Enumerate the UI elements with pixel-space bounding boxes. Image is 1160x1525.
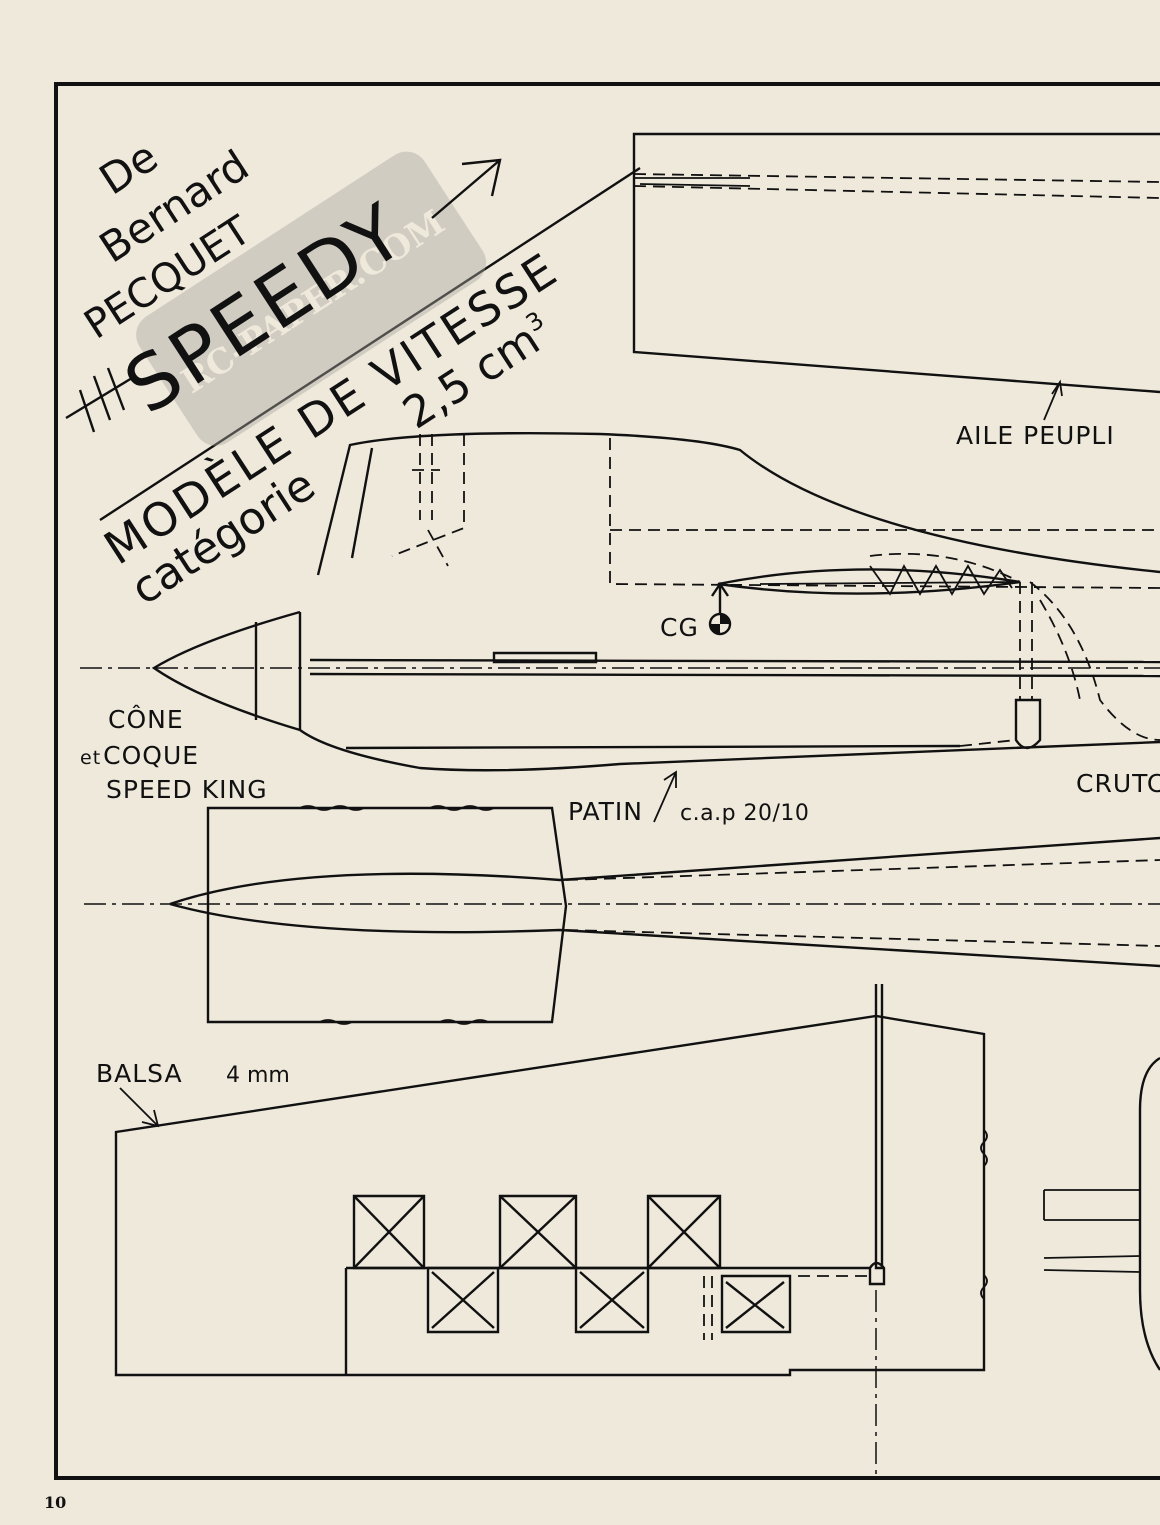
fuselage-side-view (80, 431, 1160, 772)
fuselage-plan-view (84, 805, 1160, 1025)
title-arrow-tail (65, 367, 133, 433)
balsa-label: BALSA (96, 1059, 183, 1088)
cg-label: CG (660, 613, 699, 642)
wing-view (632, 132, 1160, 394)
cone-label-line3: SPEED KING (106, 775, 268, 804)
balsa-leader-arrow (119, 1087, 160, 1128)
title-underline (99, 166, 641, 522)
skid-leader-arrow (653, 770, 677, 823)
skid-spec-label: c.a.p 20/10 (680, 801, 809, 826)
balsa-spec-label: 4 mm (226, 1063, 290, 1088)
cg-symbol (708, 581, 732, 636)
fin-view (114, 984, 988, 1478)
wing-leader-arrow (1043, 379, 1063, 421)
frame-border (54, 82, 1160, 1480)
crutch-label: CRUTC (1076, 769, 1160, 798)
wing-label: AILE PEUPLI (956, 421, 1115, 450)
cone-label-line2: etCOQUE (80, 741, 199, 770)
title-arrow-head (431, 158, 502, 219)
skid-label: PATIN (568, 797, 643, 826)
cone-label-line1: CÔNE (108, 704, 184, 734)
page-number: 10 (44, 1493, 66, 1512)
engine-partial-view (1043, 1056, 1160, 1371)
